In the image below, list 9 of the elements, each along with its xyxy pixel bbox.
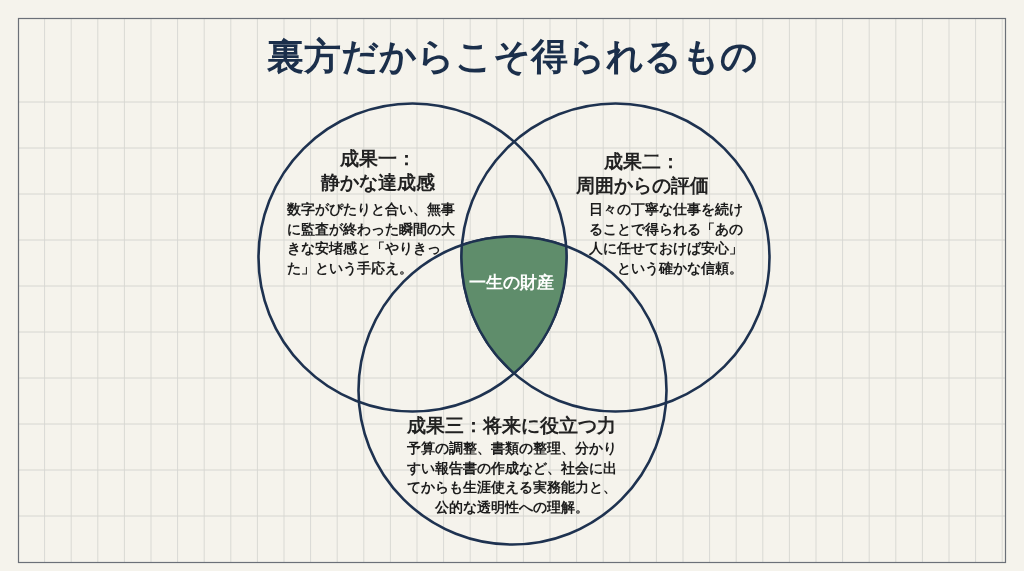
- diagram-title: 裏方だからこそ得られるもの: [266, 35, 758, 79]
- intersection-label: 一生の財産: [469, 271, 555, 293]
- circle-heading: 成果一：静かな達成感: [320, 146, 436, 194]
- circle-heading: 成果三：将来に役立つ力: [405, 413, 617, 437]
- circle-description: 数字がぴたりと合い、無事に監査が終わった瞬間の大きな安堵感と「やりきった」という手応え。: [287, 200, 456, 278]
- circle-description: 日々の丁寧な仕事を続けることで得られる「あの人に任せておけば安心」という確かな信頼。: [588, 200, 743, 278]
- circle-description: 予算の調整、書類の整理、分かりすい報告書の作成など、社会に出てからも生涯使える実務能力と、公的な透明性への理解。: [406, 439, 618, 517]
- circle-heading: 成果二：周囲からの評価: [574, 149, 710, 197]
- venn-intersection: [459, 234, 568, 375]
